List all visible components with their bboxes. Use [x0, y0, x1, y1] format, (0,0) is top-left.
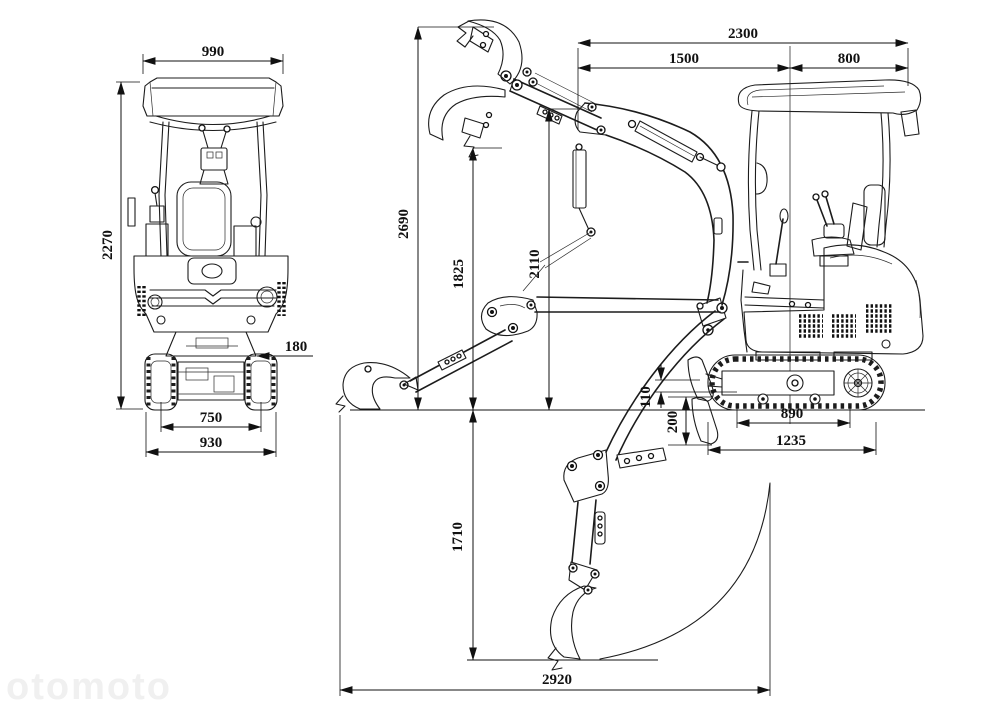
- dim-undercarriage-width-label: 930: [200, 435, 223, 451]
- side-dim-overall-length: 2300: [577, 26, 909, 130]
- side-boom-raised: [574, 102, 734, 306]
- dim-rear-offset-label: 180: [285, 339, 308, 355]
- side-dim-arm-height: 2110: [527, 108, 578, 411]
- front-carriage: [165, 331, 257, 357]
- front-joystick-console: [198, 124, 231, 185]
- front-dim-overall-height: 2270: [100, 81, 143, 410]
- dim-dig-depth-label: 1710: [450, 522, 466, 552]
- dim-mid-height-label: 1825: [451, 259, 467, 289]
- side-stick-raised: [500, 67, 602, 292]
- front-view: 990 2270 180 750 930: [100, 44, 313, 457]
- front-seat: [176, 181, 232, 257]
- front-dim-track-gauge: 750: [160, 402, 262, 432]
- side-operator-station: [737, 190, 868, 309]
- side-dim-dig-depth: 1710: [450, 409, 477, 661]
- side-dim-mid-height: 1825: [451, 147, 502, 411]
- side-engine-body: [740, 244, 924, 361]
- dim-arm-height-label: 2110: [527, 249, 543, 278]
- dim-overall-length-label: 2300: [728, 26, 758, 42]
- side-dim-wheelbase: 890: [736, 406, 851, 428]
- dim-track-gauge-label: 750: [200, 410, 223, 426]
- dim-rear-length-label: 800: [838, 51, 861, 67]
- side-dim-max-reach: 2920: [339, 415, 771, 696]
- dim-track-length-label: 1235: [776, 433, 806, 449]
- side-view: 2300 1500 800 2690 1825 2110 1710: [335, 19, 925, 696]
- side-dim-front-length: 1500: [577, 51, 791, 72]
- front-right-controls: [233, 216, 262, 257]
- side-canopy: [737, 79, 922, 271]
- dim-blade-drop-label: 200: [665, 411, 681, 434]
- dim-overall-height-label: 2270: [100, 230, 116, 260]
- side-blade: [687, 356, 723, 445]
- side-dim-blade-lift: 110: [638, 364, 737, 408]
- side-arm-reach: [335, 296, 721, 413]
- side-dim-track-length: 1235: [707, 422, 877, 455]
- side-bucket-curled: [428, 85, 506, 158]
- side-bucket-top: [456, 19, 523, 85]
- dim-max-height-label: 2690: [396, 209, 412, 239]
- side-dim-rear-length: 800: [789, 51, 909, 72]
- dim-front-length-label: 1500: [669, 51, 699, 67]
- side-dim-max-height: 2690: [396, 26, 494, 411]
- side-dim-blade-drop: 200: [665, 396, 712, 446]
- front-dim-overall-width: 990: [142, 44, 284, 74]
- front-canopy: [142, 77, 284, 132]
- front-left-track: [144, 353, 178, 411]
- front-right-track: [244, 353, 278, 411]
- watermark-text: otomoto: [6, 666, 172, 705]
- side-arm-dig: [547, 310, 771, 671]
- front-canopy-posts: [158, 121, 268, 257]
- dim-wheelbase-label: 890: [781, 406, 804, 422]
- dim-blade-lift-label: 110: [638, 386, 654, 408]
- front-dim-rear-offset: 180: [256, 339, 313, 360]
- front-undercarriage: [177, 361, 245, 401]
- front-left-controls: [127, 185, 169, 257]
- side-track: [707, 354, 886, 411]
- dim-max-reach-label: 2920: [542, 672, 572, 688]
- dim-overall-width-label: 990: [202, 44, 225, 60]
- front-body: [133, 255, 289, 333]
- bucket-swing-arc: [599, 482, 771, 660]
- front-dim-undercarriage-width: 930: [145, 412, 277, 457]
